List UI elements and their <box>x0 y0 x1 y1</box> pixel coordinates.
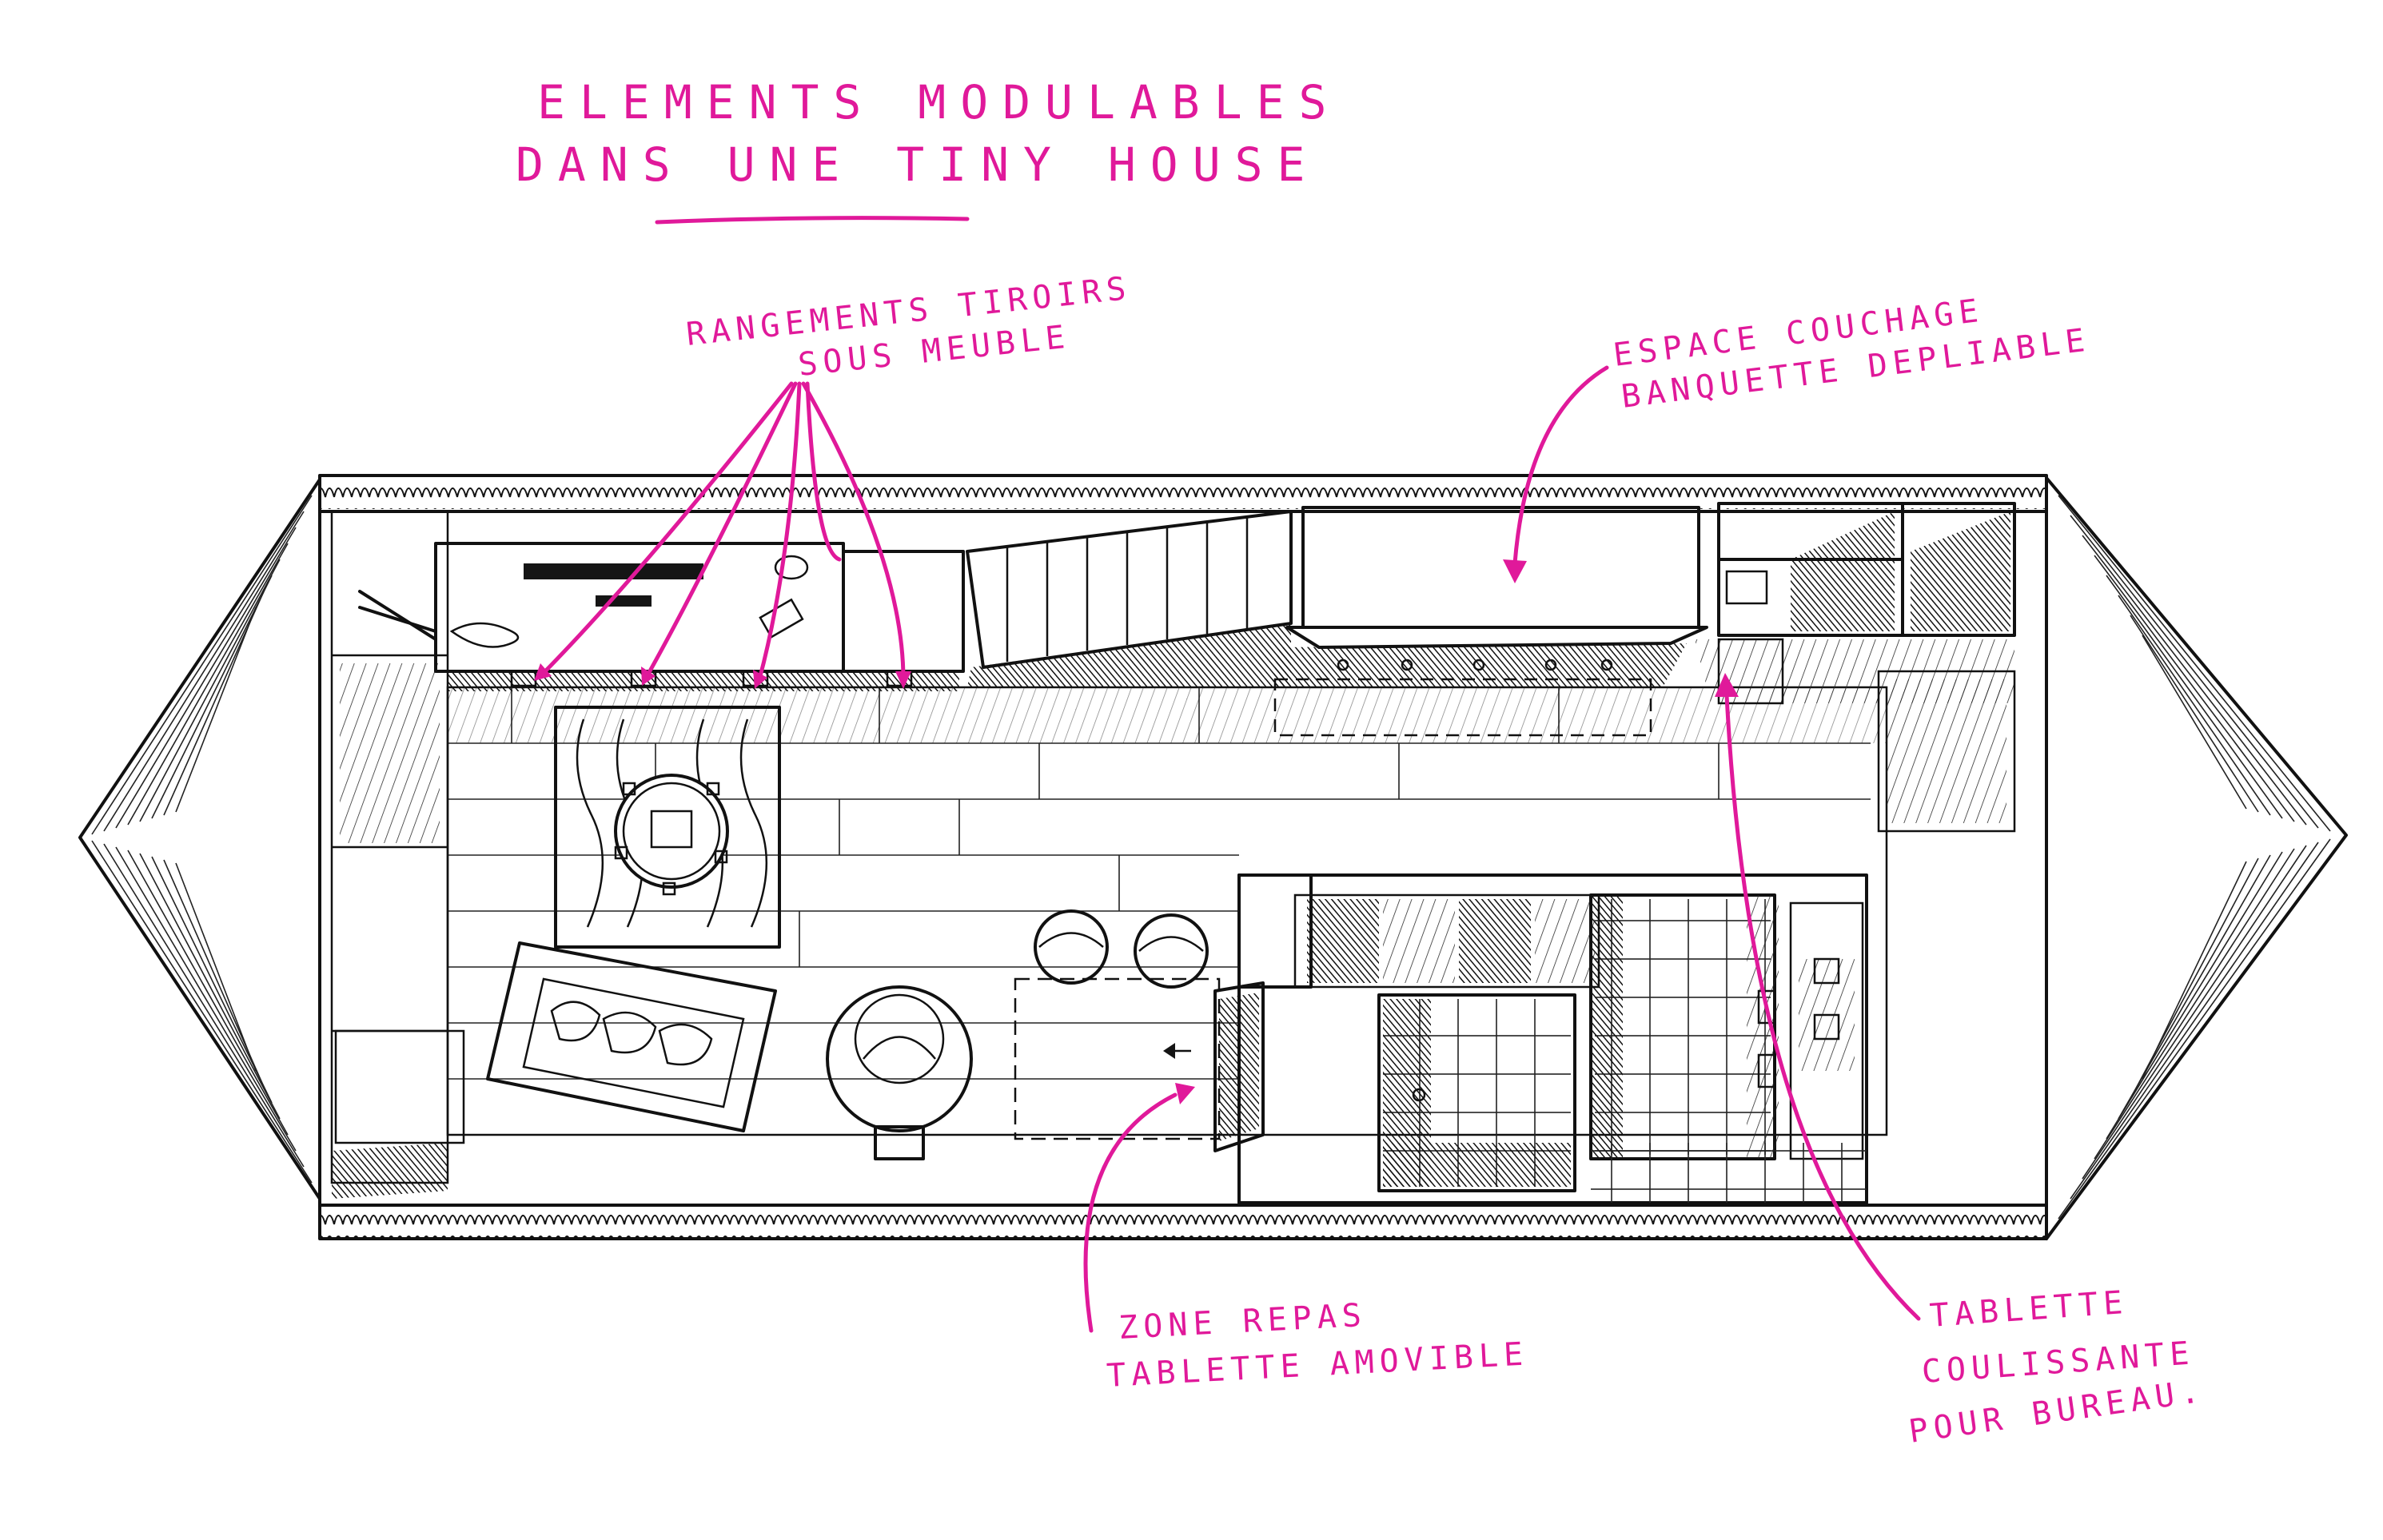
rug-with-round-table <box>554 706 781 949</box>
removable-dining-table <box>1014 977 1265 1152</box>
round-armchair <box>826 985 973 1160</box>
dining-label-line-2: TABLETTE AMOVIBLE <box>1106 1335 1529 1395</box>
drawers-arrowheads <box>534 663 911 689</box>
sleeping-arrowhead <box>1503 559 1527 583</box>
title-line-1: ELEMENTS MODULABLES <box>537 75 1341 129</box>
desk-arrow <box>1724 693 1921 1321</box>
desk-arrowhead <box>1715 673 1739 697</box>
title-underline <box>655 216 970 225</box>
roof-right <box>2045 476 2348 1240</box>
dining-arrowhead <box>1175 1083 1195 1104</box>
desk-label-line-1: TABLETTE <box>1928 1284 2129 1335</box>
sofa <box>486 941 777 1132</box>
sleeping-arrow <box>1512 365 1609 566</box>
floor-planks <box>446 686 1888 1136</box>
title-line-2: DANS UNE TINY HOUSE <box>516 137 1319 192</box>
left-wall-storage <box>330 510 465 1199</box>
drawers-arrows <box>541 381 906 682</box>
sketch-title: ELEMENTS MODULABLES DANS UNE TINY HOUSE <box>516 75 1341 225</box>
kitchen-bathroom-block <box>1237 873 1868 1204</box>
fold-out-bench <box>1271 506 1708 737</box>
staircase <box>966 510 1293 687</box>
dining-stools <box>1034 909 1209 989</box>
house-walls <box>318 474 2048 1240</box>
dining-label-line-1: ZONE REPAS <box>1118 1297 1368 1347</box>
roof-left <box>78 478 321 1200</box>
dining-arrow <box>1083 1092 1178 1333</box>
top-right-shelves <box>1695 502 2016 833</box>
top-cabinet-drawers <box>358 542 965 691</box>
